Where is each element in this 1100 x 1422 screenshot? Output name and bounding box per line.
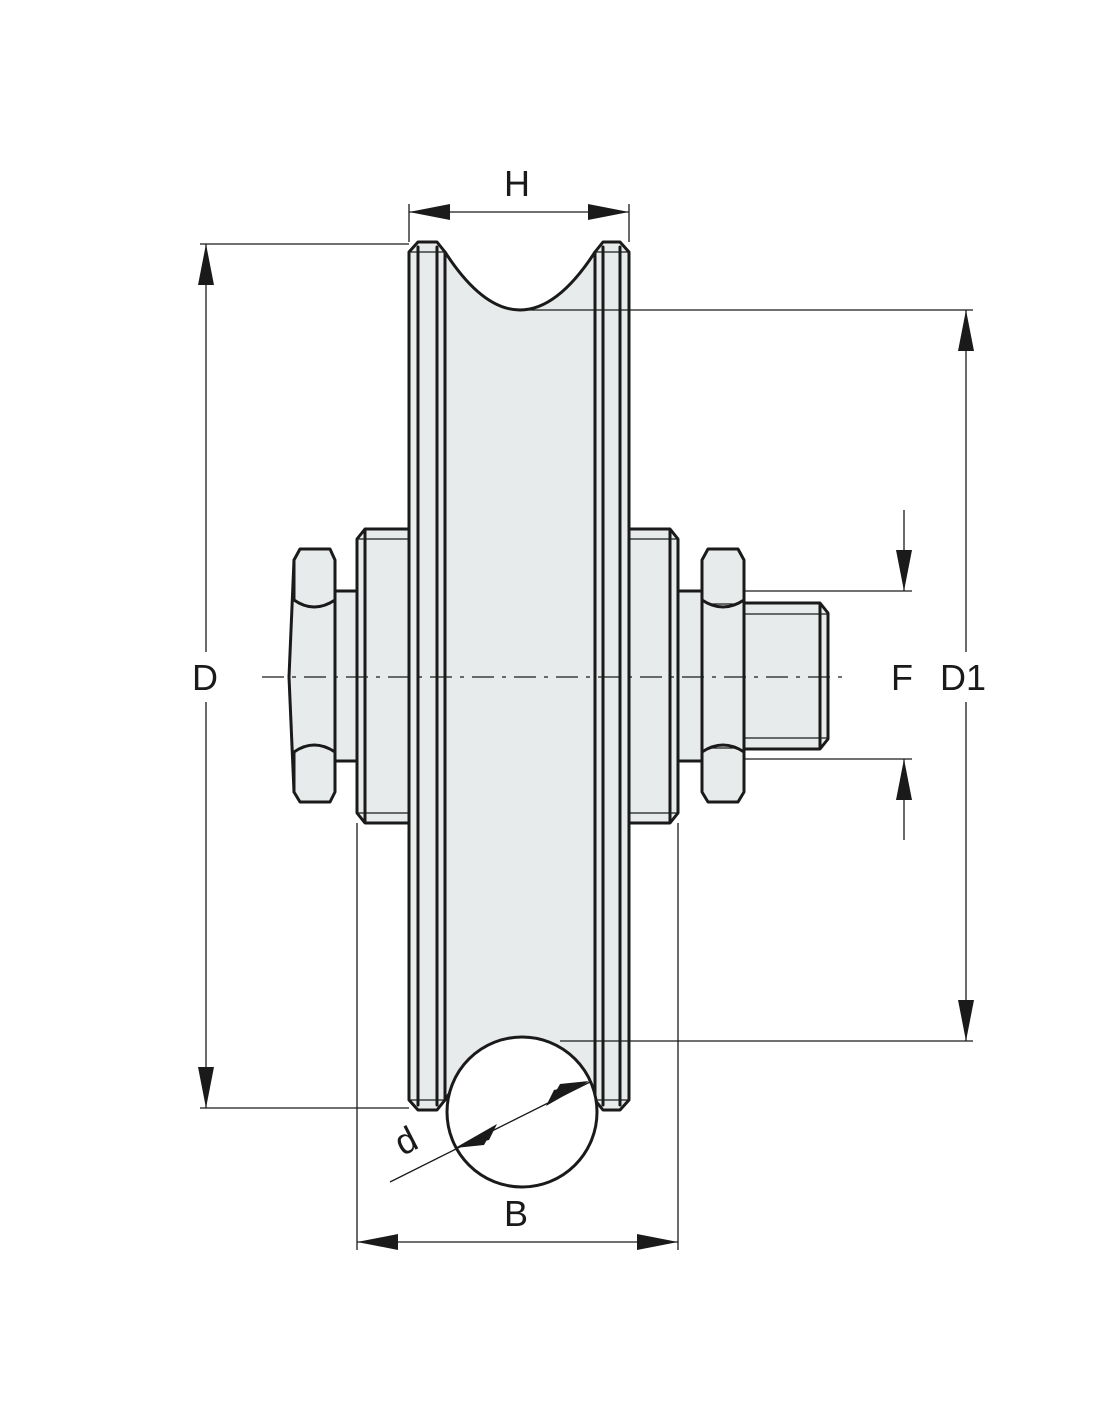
label-d-rope: d — [388, 1118, 424, 1164]
dimension-b: B — [356, 823, 679, 1250]
right-flange — [593, 240, 631, 1112]
left-washer — [333, 589, 359, 763]
label-b-width: B — [504, 1193, 528, 1234]
rope-circle — [445, 1035, 599, 1189]
right-hub — [627, 527, 680, 825]
label-d-diameter: D — [192, 657, 218, 698]
left-flange — [407, 240, 447, 1112]
wheel-body — [443, 250, 597, 1102]
right-washer — [676, 589, 704, 763]
label-h: H — [504, 163, 530, 204]
dimension-d1: D1 — [522, 309, 986, 1042]
label-d1-diameter: D1 — [940, 657, 986, 698]
left-hub — [355, 527, 411, 825]
left-hex-nut — [287, 547, 337, 804]
dimension-d: D — [192, 243, 409, 1109]
threaded-stud — [742, 601, 830, 751]
dimension-h: H — [408, 163, 630, 242]
right-hex-nut — [700, 547, 746, 804]
dimension-f: F — [744, 510, 913, 840]
label-f-thread: F — [891, 657, 913, 698]
